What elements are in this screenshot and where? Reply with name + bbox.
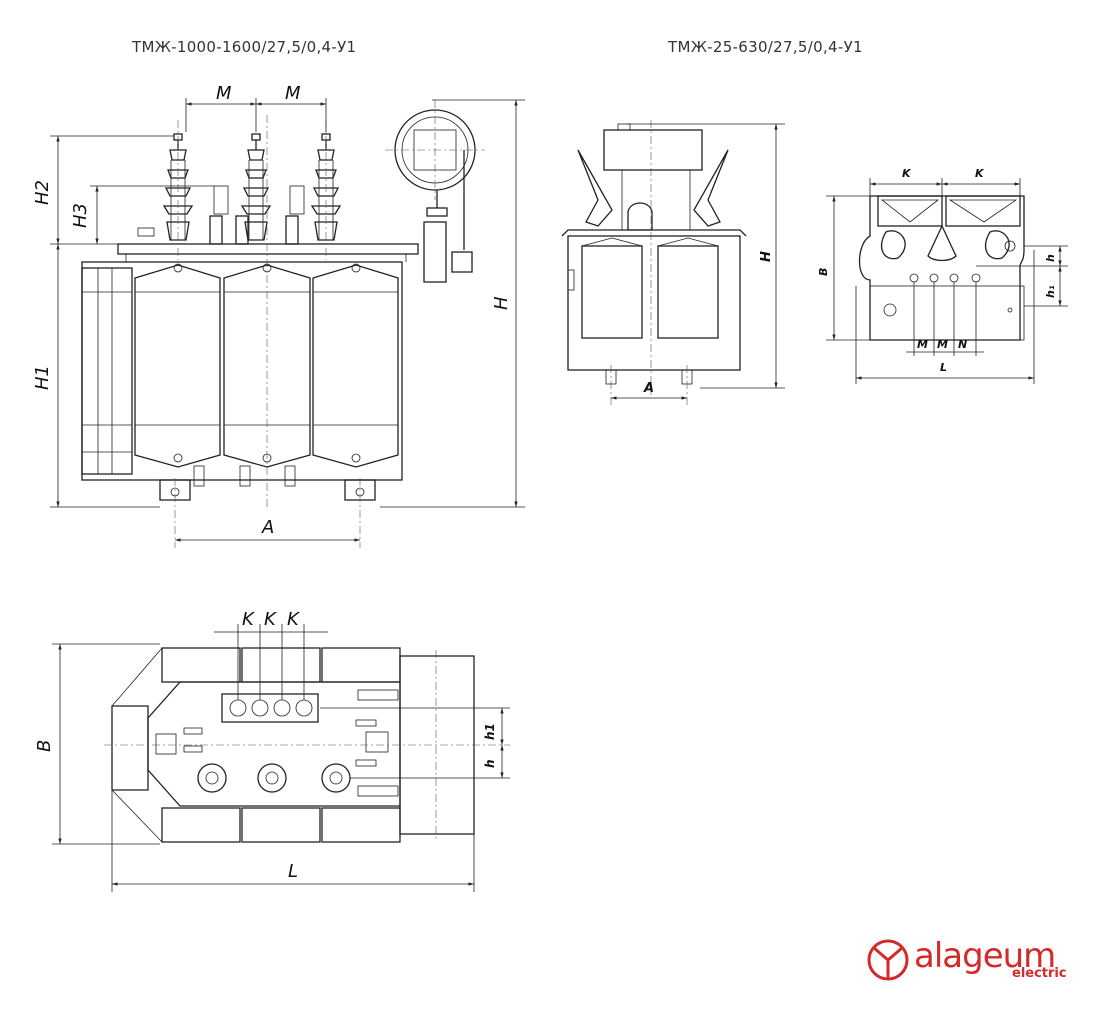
- dim-label-B-small: B: [817, 268, 830, 276]
- dim-label-H1: H1: [32, 365, 53, 390]
- dim-label-K-3: K: [287, 609, 300, 630]
- dim-label-L-large: L: [288, 861, 298, 882]
- logo-icon: [867, 939, 909, 981]
- brand-logo: alageum electric: [866, 936, 1067, 990]
- dim-label-K-2: K: [264, 609, 277, 630]
- dim-label-A-large: A: [261, 517, 274, 538]
- large-transformer-front-view: M M A H H1 H2 H3: [32, 83, 525, 548]
- dim-label-M-2: M: [285, 83, 301, 104]
- dim-label-h-small: h: [1044, 254, 1057, 262]
- logo-subtitle: electric: [1012, 966, 1067, 981]
- hv-bushing-3: [310, 133, 342, 241]
- small-transformer-top-view: K K B h h₁ M M N L: [817, 167, 1068, 384]
- dim-label-M-small-2: M: [937, 338, 948, 351]
- dim-label-K-small-1: K: [902, 167, 912, 180]
- large-transformer-top-view: K K K B h1 h L: [34, 609, 510, 892]
- hv-bushing-2: [240, 133, 272, 241]
- dim-label-L-small: L: [940, 361, 947, 374]
- drawing-title-small-transformer: ТМЖ-25-630/27,5/0,4-У1: [668, 38, 863, 56]
- dim-label-H3: H3: [70, 203, 91, 228]
- dim-label-B-large: B: [34, 740, 55, 752]
- radiator-column-3: [312, 263, 399, 468]
- dim-label-M-small-1: M: [917, 338, 928, 351]
- dim-label-h-large: h: [483, 759, 497, 768]
- dim-label-h1-large: h1: [483, 723, 497, 740]
- dim-label-N-small: N: [958, 338, 967, 351]
- dim-label-h1-small: h₁: [1044, 285, 1057, 298]
- dim-label-K-1: K: [242, 609, 255, 630]
- logo-name: alageum: [914, 936, 1056, 976]
- small-transformer-front-view: A H: [561, 120, 785, 405]
- dim-label-M-1: M: [216, 83, 232, 104]
- dim-label-H2: H2: [32, 180, 53, 205]
- dim-label-H-small: H: [759, 251, 774, 262]
- dim-label-H-large: H: [491, 296, 512, 310]
- dim-label-K-small-2: K: [975, 167, 985, 180]
- oil-conservator: [385, 100, 485, 283]
- dim-label-A-small: A: [643, 381, 654, 396]
- drawing-title-large-transformer: ТМЖ-1000-1600/27,5/0,4-У1: [132, 38, 357, 56]
- radiator-column-1: [134, 263, 221, 468]
